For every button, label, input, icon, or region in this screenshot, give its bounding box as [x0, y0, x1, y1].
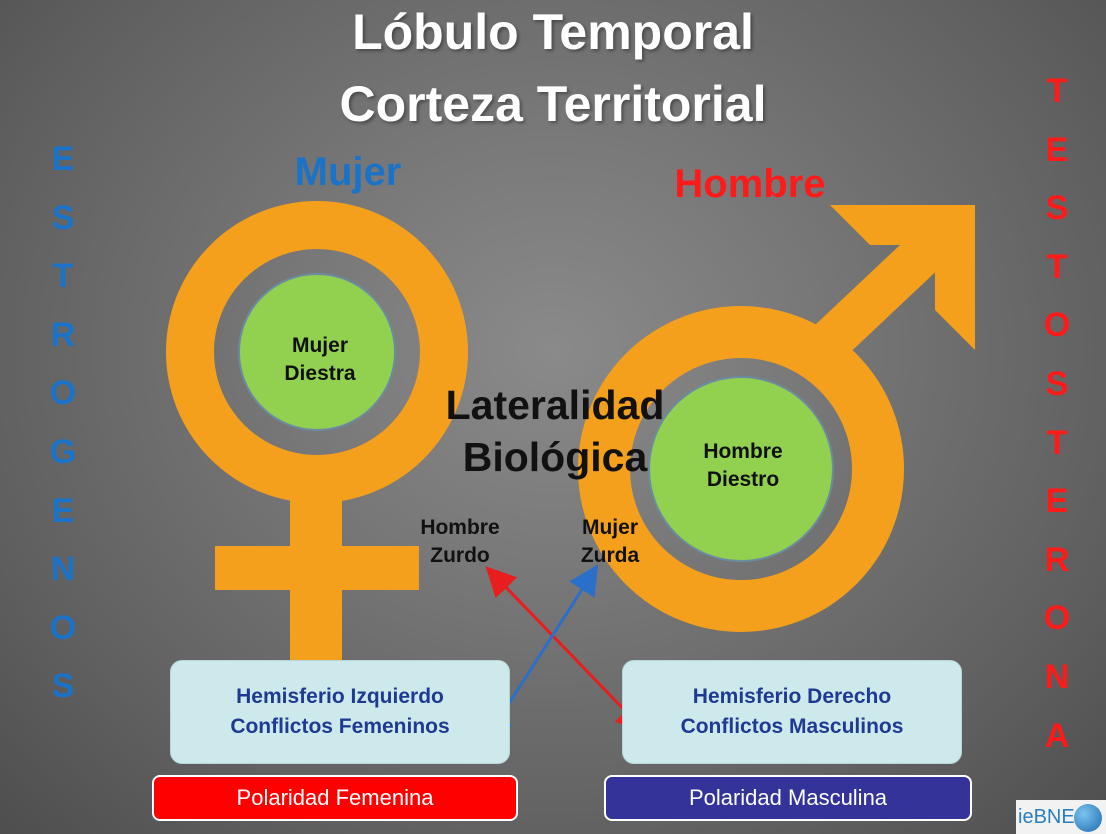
female-symbol — [166, 201, 468, 662]
left-hemisphere-line1: Hemisferio Izquierdo — [236, 685, 444, 708]
left-column-letter: E — [51, 491, 75, 530]
female-label: Mujer — [294, 150, 402, 194]
right-column-letter: O — [1043, 306, 1071, 345]
right-column-letter: S — [1045, 189, 1069, 228]
logo-text: ieBNE — [1018, 806, 1075, 828]
right-column-letter: T — [1046, 72, 1068, 110]
title-line-1: Lóbulo Temporal — [352, 4, 754, 60]
left-column-letter: S — [51, 667, 75, 706]
right-column-letter: O — [1043, 599, 1071, 638]
male-symbol — [578, 205, 975, 632]
right-column-letter: T — [1046, 423, 1068, 462]
female-crossbar — [215, 546, 419, 590]
right-hemisphere-line1: Hemisferio Derecho — [692, 685, 892, 708]
left-column-letter: G — [49, 432, 77, 471]
polaridad-masculina-badge: Polaridad Masculina — [604, 775, 972, 821]
hombre-zurdo-line2: Zurdo — [430, 544, 490, 567]
left-column-letter: O — [49, 374, 77, 413]
polaridad-femenina-badge: Polaridad Femenina — [152, 775, 518, 821]
hombre-zurdo-line1: Hombre — [420, 516, 500, 539]
left-column-letter: N — [50, 550, 76, 589]
left-column-letter: R — [50, 315, 76, 354]
iebne-logo: ieBNE — [1016, 800, 1106, 834]
right-column-letter: R — [1044, 540, 1070, 579]
red-double-arrow — [485, 566, 647, 733]
left-column-letter: E — [51, 140, 75, 178]
right-column-letter: E — [1045, 130, 1069, 169]
left-column-letter: O — [49, 608, 77, 647]
left-column-letter: S — [51, 198, 75, 237]
female-inner-line2: Diestra — [284, 362, 356, 385]
mujer-zurda-label: Mujer Zurda — [550, 514, 670, 570]
left-hemisphere-line2: Conflictos Femeninos — [230, 715, 450, 738]
right-column-letter: E — [1045, 482, 1069, 521]
right-column-letter: T — [1046, 247, 1068, 286]
mujer-zurda-line2: Zurda — [580, 544, 640, 567]
center-line2: Biológica — [462, 434, 648, 480]
left-column-letter: T — [52, 257, 74, 296]
logo-globe-icon — [1074, 804, 1102, 832]
female-inner-line1: Mujer — [291, 334, 348, 357]
right-column-letter: S — [1045, 364, 1069, 403]
male-arrowhead — [830, 205, 975, 350]
male-ring — [578, 306, 904, 632]
center-label: Lateralidad Biológica — [400, 379, 710, 483]
male-inner-line2: Diestro — [706, 468, 780, 491]
title-line-2: Corteza Territorial — [339, 76, 767, 132]
right-hemisphere-line2: Conflictos Masculinos — [680, 715, 904, 738]
male-inner-circle — [648, 376, 834, 562]
mujer-zurda-line1: Mujer — [581, 516, 638, 539]
female-inner-label: Mujer Diestra — [280, 332, 360, 388]
male-label: Hombre — [674, 162, 826, 206]
hombre-zurdo-label: Hombre Zurdo — [395, 514, 525, 570]
left-hemisphere-box: Hemisferio Izquierdo Conflictos Femenino… — [170, 660, 510, 764]
right-column-letter: N — [1044, 657, 1070, 696]
center-line1: Lateralidad — [445, 382, 665, 428]
male-inner-label: Hombre Diestro — [683, 438, 803, 494]
male-inner-line1: Hombre — [703, 440, 783, 463]
female-inner-circle — [238, 273, 396, 431]
right-column-letter: A — [1044, 716, 1070, 755]
right-hemisphere-box: Hemisferio Derecho Conflictos Masculinos — [622, 660, 962, 764]
